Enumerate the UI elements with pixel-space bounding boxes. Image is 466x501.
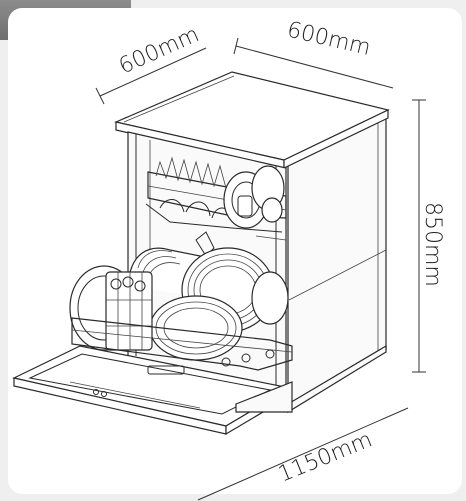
open-depth-dimension-line: [197, 407, 409, 501]
open-depth-label: 1150mm: [275, 427, 376, 487]
lower-rack: [69, 247, 293, 371]
depth-label: 600mm: [115, 22, 203, 79]
depth-dimension-line: [95, 47, 207, 105]
upper-rack: [145, 156, 287, 257]
base-plinth: [235, 381, 293, 413]
height-label: 850mm: [420, 202, 445, 287]
height-dimension-line: [412, 99, 426, 373]
width-label: 600mm: [285, 17, 373, 60]
dishwasher-illustration: [12, 71, 390, 436]
cutlery-basket: [105, 271, 153, 351]
width-dimension-line: [233, 37, 394, 89]
